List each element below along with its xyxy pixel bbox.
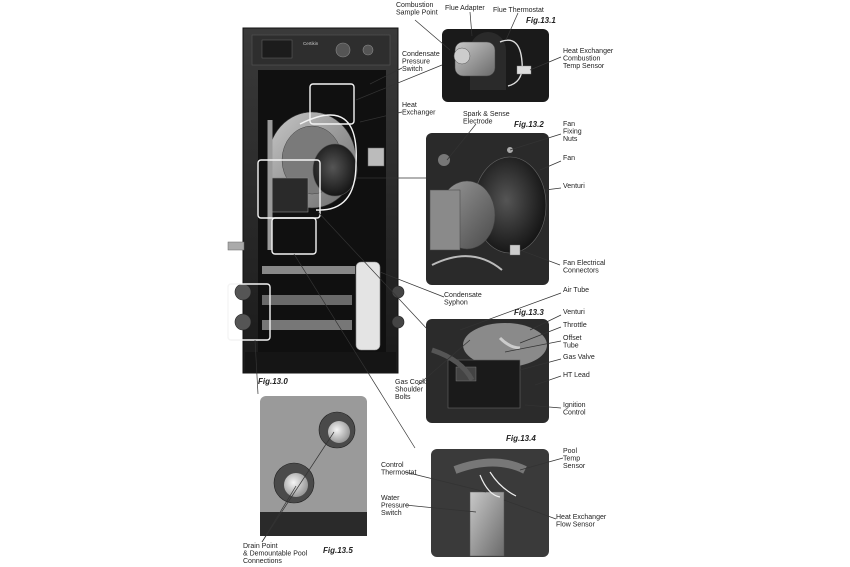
figure-label: Fig.13.3 xyxy=(514,308,544,317)
callout-line: Switch xyxy=(402,66,423,73)
callout-line: Bolts xyxy=(395,394,411,401)
highlight-fig-13-5 xyxy=(227,283,271,341)
leader-lines xyxy=(254,11,564,543)
callout-line: Pressure xyxy=(381,503,409,510)
callout-line: Combustion xyxy=(396,2,433,9)
inset-photo-fig-13-3 xyxy=(426,319,549,423)
callout-line: Nuts xyxy=(563,136,578,143)
callout-fan: Fan xyxy=(563,155,575,162)
callout-venturi: Venturi xyxy=(563,183,585,190)
callout-line: Combustion xyxy=(563,56,600,63)
control-knob-icon xyxy=(362,44,374,56)
callout-ht-lead: HT Lead xyxy=(563,372,590,379)
callout-line: Temp xyxy=(563,456,580,463)
callout-line: Spark & Sense xyxy=(463,111,510,118)
callout-line: Condensate xyxy=(402,51,440,58)
figure-label: Fig.13.4 xyxy=(506,434,536,443)
highlight-fig-13-1 xyxy=(309,83,355,125)
callout-line: Fixing xyxy=(563,129,582,136)
callout-line: Gas Cock xyxy=(395,379,426,386)
callout-line: Drain Point xyxy=(243,543,278,550)
highlight-fig-13-2 xyxy=(299,114,357,211)
callout-line: Temp Sensor xyxy=(563,63,605,70)
callout-line: Pool xyxy=(563,448,577,455)
callout-venturi: Venturi xyxy=(563,309,585,316)
callout-line: Venturi xyxy=(563,309,585,316)
callout-line: Fan Electrical xyxy=(563,260,606,267)
callout-line: Fan xyxy=(563,155,575,162)
control-knob-icon xyxy=(335,42,351,58)
figure-label: Fig.13.2 xyxy=(514,120,544,129)
callout-line: Electrode xyxy=(463,119,493,126)
figure-label: Fig.13.0 xyxy=(258,377,288,386)
callout-line: Flue Thermostat xyxy=(493,7,544,14)
callout-line: Flow Sensor xyxy=(556,522,596,529)
callout-line: Heat xyxy=(402,102,417,109)
main-heater-photo: Certikin xyxy=(227,27,405,374)
callout-line: Fan xyxy=(563,121,575,128)
callout-line: Throttle xyxy=(563,322,587,329)
callout-line: Ignition xyxy=(563,402,586,409)
callout-flue-thermostat: Flue Thermostat xyxy=(493,7,544,14)
callout-line: Thermostat xyxy=(381,470,416,477)
callout-line: Sample Point xyxy=(396,10,438,17)
callout-line: Switch xyxy=(381,510,402,517)
callout-line: Connectors xyxy=(563,268,599,275)
callout-line: & Demountable Pool xyxy=(243,551,308,558)
callout-line: Venturi xyxy=(563,183,585,190)
callout-air-tube: Air Tube xyxy=(563,287,589,294)
inset-photo-fig-13-5 xyxy=(260,396,367,536)
callout-line: Syphon xyxy=(444,300,468,307)
callout-line: Sensor xyxy=(563,463,586,470)
callout-line: Air Tube xyxy=(563,287,589,294)
callout-line: Pressure xyxy=(402,59,430,66)
callout-line: Condensate xyxy=(444,292,482,299)
callout-line: Water xyxy=(381,495,400,502)
callout-line: Tube xyxy=(563,343,579,350)
inset-photo-fig-13-4 xyxy=(431,449,549,557)
callout-line: Gas Valve xyxy=(563,354,595,361)
brand-label: Certikin xyxy=(303,41,319,46)
inset-photo-fig-13-2 xyxy=(426,133,549,285)
callout-line: Shoulder xyxy=(395,387,424,394)
callout-line: Heat Exchanger xyxy=(556,514,607,521)
callout-line: HT Lead xyxy=(563,372,590,379)
callout-line: Control xyxy=(563,410,586,417)
inset-photo-fig-13-1 xyxy=(442,29,549,102)
callout-line: Flue Adapter xyxy=(445,5,485,12)
callout-line: Connections xyxy=(243,558,282,565)
callout-line: Offset xyxy=(563,335,582,342)
callout-line: Exchanger xyxy=(402,110,436,117)
callout-flue-adapter: Flue Adapter xyxy=(445,5,485,12)
figure-label: Fig.13.5 xyxy=(323,546,353,555)
callout-line: Control xyxy=(381,462,404,469)
figure-label: Fig.13.1 xyxy=(526,16,556,25)
callout-line: Heat Exchanger xyxy=(563,48,614,55)
callout-throttle: Throttle xyxy=(563,322,587,329)
callout-gas-valve: Gas Valve xyxy=(563,354,595,361)
